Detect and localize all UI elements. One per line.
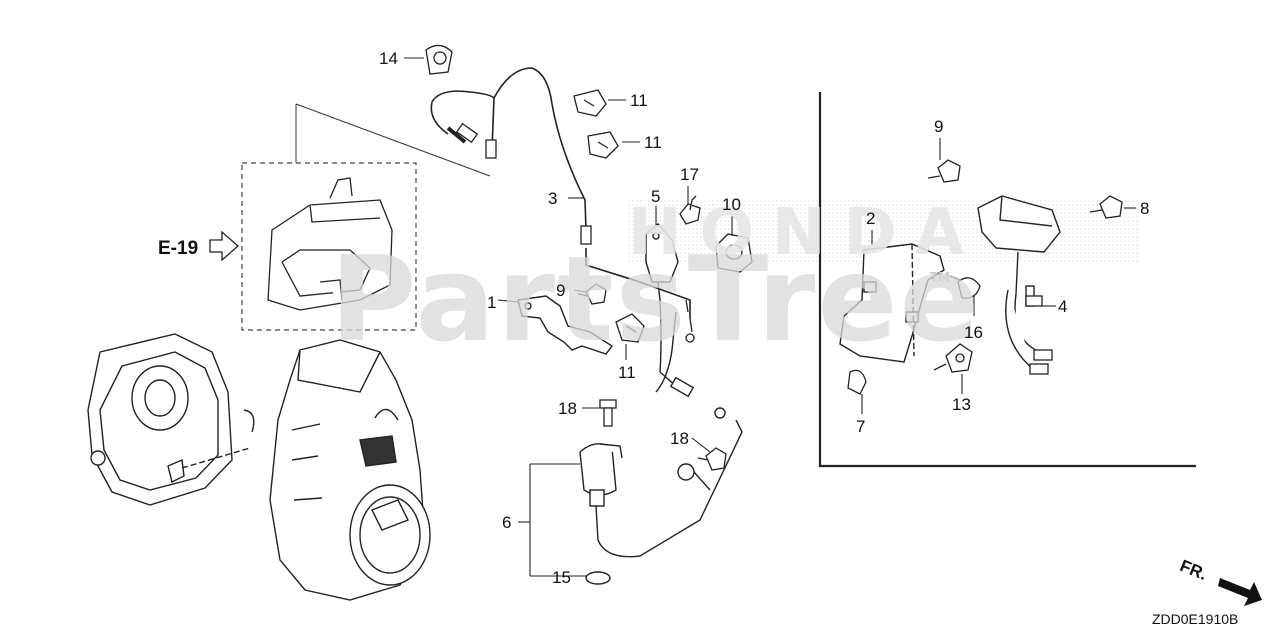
bracket-1 <box>517 295 614 355</box>
reference-label-e19[interactable]: E-19 <box>158 238 199 259</box>
washer-14 <box>585 571 611 585</box>
callout-17[interactable]: 18 <box>558 399 577 418</box>
oil-alert-unit-5 <box>645 223 695 398</box>
clip-7 <box>847 369 867 395</box>
connector-4 <box>1025 295 1053 375</box>
callout-leaders <box>404 57 1136 577</box>
callout-9-right[interactable]: 9 <box>934 117 944 136</box>
callout-7[interactable]: 7 <box>856 417 866 436</box>
clamp-12 <box>425 44 453 75</box>
detail-frame <box>818 92 1196 468</box>
sensor-6 <box>579 311 743 558</box>
callout-5[interactable]: 5 <box>651 187 661 206</box>
diagram-code: ZDD0E1910B <box>1152 611 1239 627</box>
callout-8[interactable]: 8 <box>1140 199 1150 218</box>
bolt-17 <box>599 399 617 427</box>
bolt-9-left <box>577 283 607 305</box>
callout-12[interactable]: 14 <box>379 49 398 68</box>
front-direction-arrow <box>1218 578 1262 606</box>
crankcase-cover <box>87 333 255 506</box>
bolt-16 <box>679 195 701 225</box>
clip-11-lower <box>615 313 645 343</box>
wire-harness-3 <box>430 67 695 343</box>
bolt-8 <box>1089 195 1123 219</box>
callout-11-top[interactable]: 11 <box>630 91 648 110</box>
callout-6[interactable]: 6 <box>502 513 512 532</box>
callout-15[interactable]: 16 <box>964 323 983 342</box>
callout-11-lower[interactable]: 11 <box>618 363 636 382</box>
clip-11-top <box>573 89 607 117</box>
bracket-2 <box>839 243 945 363</box>
callout-18[interactable]: 18 <box>670 429 689 448</box>
callout-14[interactable]: 15 <box>552 568 571 587</box>
clip-11-middle <box>587 131 619 159</box>
clamp-15 <box>949 275 981 299</box>
callout-11-middle[interactable]: 11 <box>644 133 662 152</box>
bolt-9-right <box>927 159 961 183</box>
callout-9-left[interactable]: 9 <box>556 281 566 300</box>
callout-13[interactable]: 13 <box>952 395 971 414</box>
clip-10 <box>715 233 753 273</box>
clamp-13 <box>933 343 973 373</box>
callout-10[interactable]: 10 <box>722 195 741 214</box>
callout-3[interactable]: 3 <box>548 189 558 208</box>
callout-16[interactable]: 17 <box>680 165 699 184</box>
reference-inset-frame <box>241 162 417 331</box>
inset-leader-diag <box>295 103 491 177</box>
callout-2[interactable]: 2 <box>866 209 876 228</box>
alert-unit-right <box>977 195 1061 371</box>
ignition-coil-inset <box>267 177 393 311</box>
reference-arrow <box>209 230 239 262</box>
callout-1[interactable]: 1 <box>487 293 497 312</box>
bolt-18 <box>697 447 727 471</box>
fan-cover <box>269 339 431 601</box>
callout-4[interactable]: 4 <box>1058 297 1068 316</box>
